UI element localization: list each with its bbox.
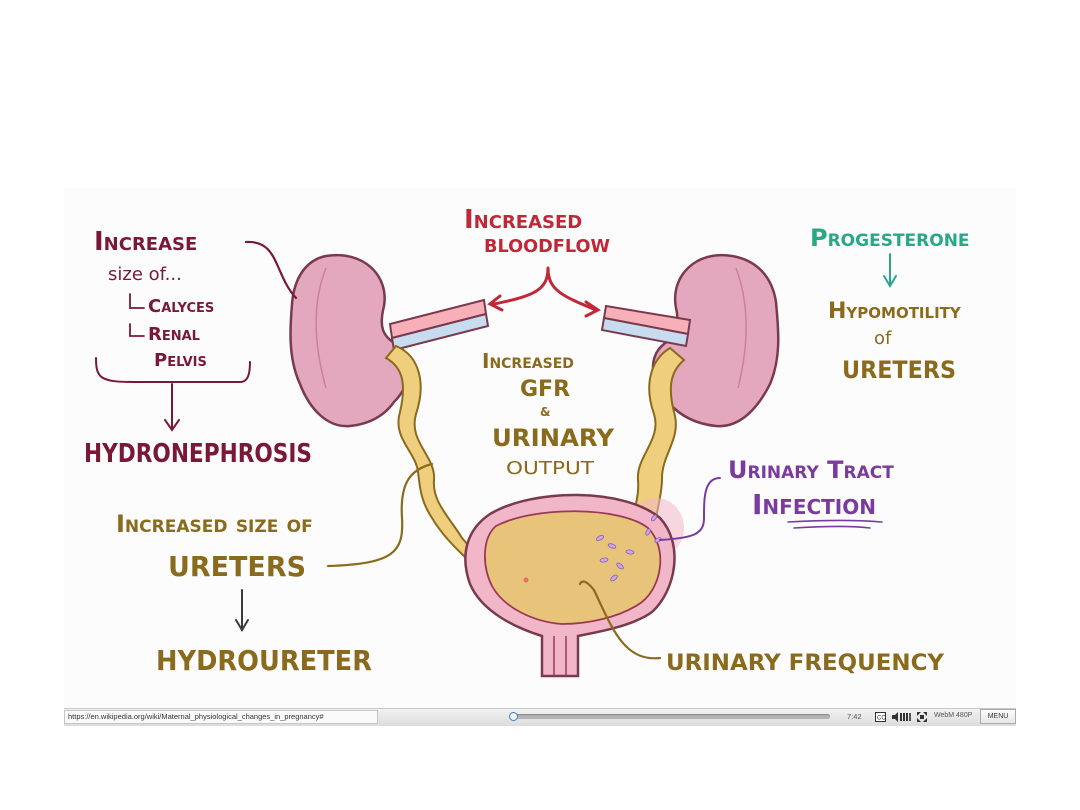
uti-underline — [787, 519, 883, 529]
label-increased-bloodflow-title: Increased — [464, 205, 582, 235]
right-renal-vessels — [600, 304, 692, 348]
seek-bar[interactable] — [509, 712, 830, 721]
label-calyces: Calyces — [148, 296, 214, 317]
bracket-left — [95, 357, 251, 383]
label-increase: Increase — [94, 227, 197, 257]
label-uti-line2: Infection — [752, 488, 876, 521]
label-renal: Renal — [148, 324, 200, 345]
seek-handle[interactable] — [509, 712, 518, 721]
url-field[interactable]: https://en.wikipedia.org/wiki/Maternal_p… — [64, 710, 378, 724]
label-hypomotility: Hypomotility — [828, 299, 962, 324]
svg-text:CC: CC — [877, 716, 886, 722]
captions-icon[interactable]: CC — [875, 712, 886, 722]
connector-ureters-left — [326, 462, 434, 568]
connector-increase-kidney — [244, 240, 298, 300]
left-kidney — [289, 253, 411, 428]
label-pelvis: Pelvis — [154, 350, 207, 371]
menu-button[interactable]: MENU — [980, 709, 1016, 724]
label-urinary-frequency: URINARY FREQUENCY — [666, 651, 945, 676]
label-progesterone: Progesterone — [810, 224, 970, 252]
label-hydronephrosis: HYDRONEPHROSIS — [84, 439, 312, 469]
label-ureters-right: URETERS — [842, 356, 956, 384]
arrow-progesterone — [883, 253, 897, 288]
label-increased-gfr: Increased — [482, 349, 574, 373]
volume-icon[interactable] — [892, 712, 914, 722]
label-amp: & — [540, 405, 550, 419]
arrow-hydroureter — [235, 589, 249, 632]
label-ureters-left: URETERS — [168, 550, 306, 583]
right-kidney — [651, 253, 780, 428]
video-frame[interactable]: Increase size of... Calyces Renal Pelvis… — [64, 188, 1016, 708]
diagram: Increase size of... Calyces Renal Pelvis… — [84, 205, 970, 678]
label-urinary: URINARY — [492, 424, 615, 452]
label-output: OUTPUT — [506, 458, 595, 479]
connector-frequency — [578, 580, 662, 660]
video-control-bar: https://en.wikipedia.org/wiki/Maternal_p… — [64, 708, 1016, 726]
label-hydroureter: HYDROURETER — [156, 644, 372, 677]
fullscreen-icon[interactable] — [917, 712, 927, 722]
label-size-of: size of... — [108, 264, 182, 285]
quality-label[interactable]: WebM 480P — [934, 712, 973, 719]
bacteria — [595, 514, 662, 582]
label-of: of — [874, 328, 892, 349]
label-increased-size-of: Increased size of — [116, 510, 313, 538]
label-bloodflow: BLOODFLOW — [484, 236, 610, 257]
tick-renal — [129, 323, 145, 337]
time-display: 7:42 — [847, 712, 862, 721]
label-uti-line1: Urinary Tract — [728, 456, 894, 484]
label-gfr: GFR — [520, 377, 570, 402]
connector-uti — [659, 477, 721, 541]
bladder — [464, 493, 676, 678]
arrow-bloodflow — [492, 266, 598, 312]
arrow-hydronephrosis — [164, 383, 180, 432]
tick-calyces — [129, 293, 145, 309]
left-renal-vessels — [388, 298, 490, 352]
